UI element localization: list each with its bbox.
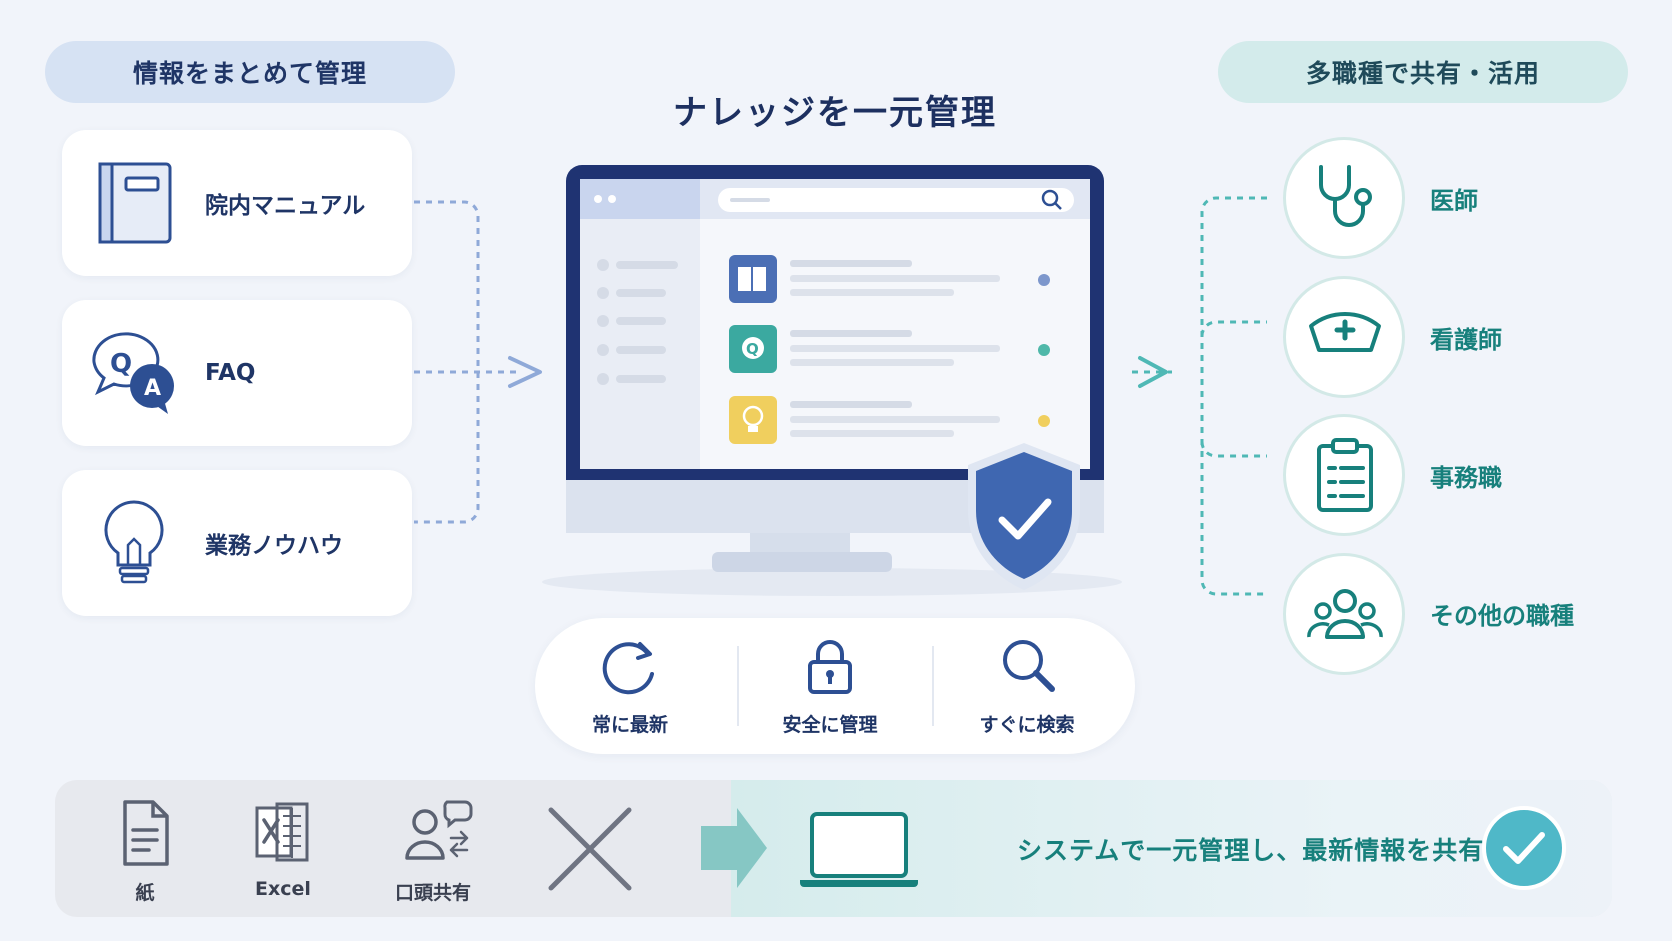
feature-item-search: すぐに検索: [932, 618, 1122, 754]
source-card-faq: Q A FAQ: [62, 300, 412, 446]
left-pill-text: 情報をまとめて管理: [132, 59, 367, 88]
stethoscope-icon: [1319, 165, 1372, 227]
svg-text:Q: Q: [746, 340, 759, 358]
paper-document-icon: [123, 800, 169, 866]
role-label-nurse: 看護師: [1430, 325, 1502, 354]
manual-book-icon: [84, 152, 184, 252]
left-section-pill: 情報をまとめて管理: [45, 41, 455, 103]
laptop-icon: [800, 812, 918, 887]
role-circle-clerk: [1283, 414, 1405, 536]
lightbulb-icon: [84, 492, 184, 592]
role-circle-doctor: [1283, 137, 1405, 259]
monitor-illustration: Q: [542, 165, 1122, 596]
feature-item-secure: 安全に管理: [735, 618, 925, 754]
nurse-cap-icon: [1309, 312, 1381, 352]
feature-divider: [932, 646, 934, 726]
qa-bubbles-icon: Q A: [84, 322, 184, 422]
old-method-verbal-label: 口頭共有: [394, 882, 471, 904]
clipboard-icon: [1317, 438, 1373, 512]
right-section-pill: 多職種で共有・活用: [1218, 41, 1628, 103]
page-title: ナレッジを一元管理: [673, 93, 997, 133]
role-label-clerk: 事務職: [1430, 463, 1502, 492]
source-label-knowhow: 業務ノウハウ: [205, 533, 343, 559]
magnifier-icon: [1003, 640, 1055, 692]
feature-label-search: すぐに検索: [979, 714, 1075, 736]
old-method-paper-label: 紙: [135, 882, 155, 904]
banner-message: システムで一元管理し、最新情報を共有: [1017, 835, 1485, 865]
shield-check-icon: [968, 443, 1080, 590]
role-circle-nurse: [1283, 276, 1405, 398]
source-card-knowhow: 業務ノウハウ: [62, 470, 412, 616]
left-connector-lines: [414, 200, 542, 524]
old-method-paper: 紙: [85, 780, 205, 917]
svg-text:Q: Q: [110, 349, 132, 379]
excel-file-icon: [255, 802, 309, 862]
people-group-icon: [1307, 589, 1383, 639]
comparison-banner: 紙 Excel 口頭共有 システムで一元管理し、最新情報を共有: [55, 780, 1612, 917]
check-circle-icon: [1482, 806, 1566, 890]
feature-item-latest: 常に最新: [535, 618, 725, 754]
right-pill-text: 多職種で共有・活用: [1305, 59, 1540, 88]
old-method-excel-label: Excel: [255, 878, 311, 900]
transition-arrow-icon: [701, 808, 767, 888]
cross-mark-icon: [548, 807, 632, 891]
role-circle-others: [1283, 553, 1405, 675]
verbal-sharing-icon: [405, 800, 473, 860]
feature-label-latest: 常に最新: [591, 714, 668, 736]
feature-divider: [737, 646, 739, 726]
feature-label-secure: 安全に管理: [782, 714, 878, 736]
padlock-icon: [808, 640, 852, 694]
source-card-manual: 院内マニュアル: [62, 130, 412, 276]
source-label-manual: 院内マニュアル: [205, 193, 366, 219]
right-connector-lines: [1132, 196, 1267, 596]
feature-panel: 常に最新 安全に管理 すぐに検索: [535, 618, 1135, 754]
old-method-verbal: 口頭共有: [373, 780, 493, 917]
old-method-excel: Excel: [223, 780, 343, 917]
svg-text:A: A: [144, 376, 161, 401]
role-label-others: その他の職種: [1430, 601, 1574, 630]
refresh-icon: [602, 642, 654, 695]
source-label-faq: FAQ: [205, 360, 256, 386]
role-label-doctor: 医師: [1430, 186, 1478, 215]
